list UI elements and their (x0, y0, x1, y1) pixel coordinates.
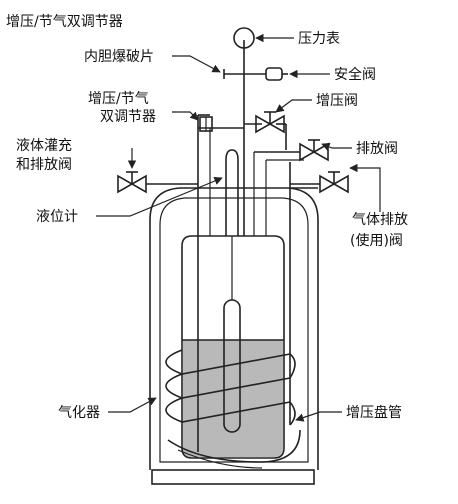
safety-valve-body (265, 67, 283, 81)
label-vent-valve: 排放阀 (356, 141, 398, 157)
gas-use-valve-icon (319, 171, 349, 194)
label-boost-valve: 增压阀 (316, 93, 358, 109)
label-fill-drain-1: 液体灌充 (16, 138, 72, 154)
boost-valve-icon (255, 111, 285, 134)
level-gauge-neck (225, 149, 239, 236)
pressure-gauge-dial (233, 27, 255, 49)
label-dual-regulator-top: 增压/节气双调节器 (6, 14, 123, 30)
label-boost-coil: 增压盘管 (346, 404, 402, 421)
tank-base (151, 469, 315, 485)
label-fill-drain-2: 和排放阀 (16, 157, 72, 173)
label-gas-use-2: (使用)阀 (350, 232, 403, 249)
label-dual-regulator-1: 增压/节气 (88, 91, 149, 107)
fill-drain-valve-icon (117, 171, 147, 194)
outer-vessel (149, 187, 319, 470)
inner-vessel (181, 235, 285, 459)
label-rupture-disc: 内胆爆破片 (84, 49, 154, 65)
leader-lines (96, 33, 381, 422)
label-vaporizer: 气化器 (58, 405, 100, 421)
label-level-gauge: 液位计 (36, 209, 78, 225)
label-dual-regulator-2: 双调节器 (100, 109, 156, 125)
vent-valve-icon (299, 139, 329, 162)
label-safety-valve: 安全阀 (334, 66, 376, 83)
label-gas-use-1: 气体排放 (352, 212, 408, 228)
outer-vessel-inner-wall (159, 197, 309, 463)
label-pressure-gauge: 压力表 (298, 31, 340, 47)
boost-coil (165, 349, 301, 469)
